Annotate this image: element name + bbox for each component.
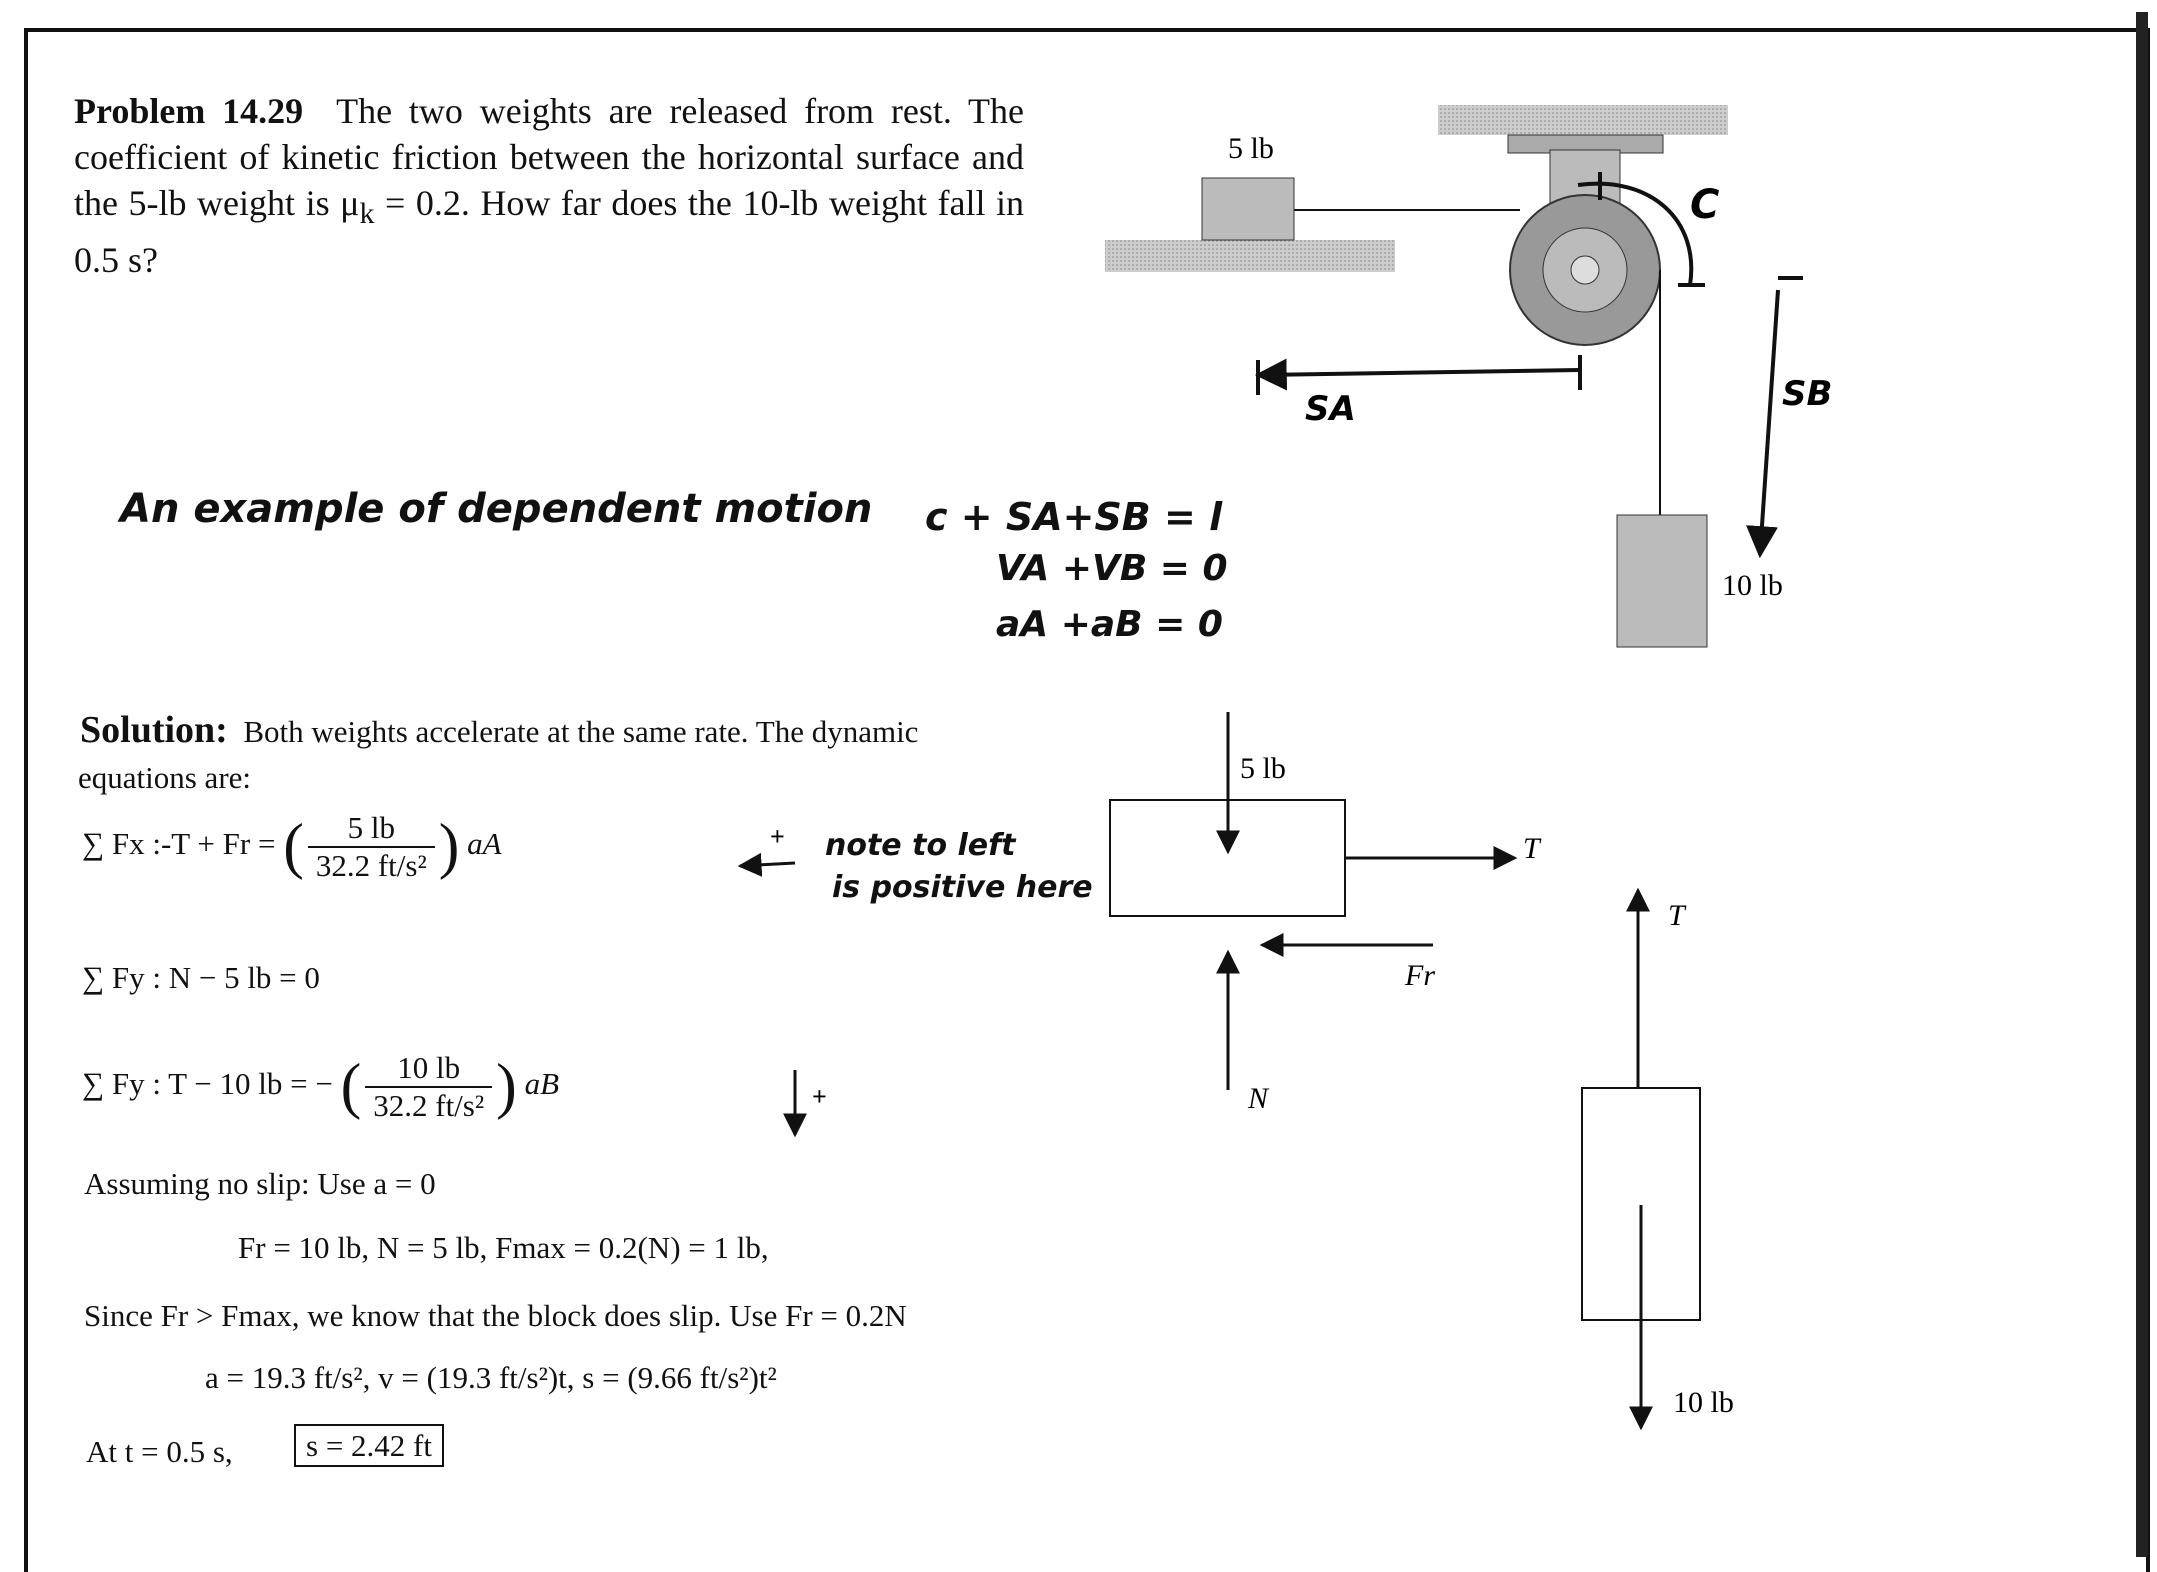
- constraint-eq-3: aA +aB = 0: [996, 604, 1223, 645]
- fbd-b-tension: T: [1668, 899, 1687, 932]
- eq3-lhs: ∑ Fy : T − 10 lb = −: [82, 1066, 333, 1102]
- horizontal-surface: [1105, 240, 1395, 272]
- fbd-block-b: T 10 lb: [1581, 887, 1734, 1431]
- problem-text-sub: k: [359, 197, 375, 231]
- fbd-a-normal: N: [1247, 1082, 1270, 1115]
- arrow-sa: [1254, 358, 1581, 391]
- constraint-eq-1: c + SA+SB = l: [925, 495, 1223, 539]
- problem-text: The two weights are released from rest. …: [74, 91, 1024, 223]
- friction-values: Fr = 10 lb, N = 5 lb, Fmax = 0.2(N) = 1 …: [238, 1230, 769, 1265]
- constraint-eq-2: VA +VB = 0: [996, 548, 1228, 589]
- fbd-a-weight: 5 lb: [1240, 752, 1286, 785]
- block-5lb: [1201, 177, 1295, 241]
- page-frame: [24, 28, 2150, 1572]
- fig-label-10lb: 10 lb: [1722, 569, 1783, 602]
- solution-heading: Solution: Both weights accelerate at the…: [80, 708, 918, 752]
- sign-arrow-left: [737, 852, 796, 877]
- problem-label: Problem 14.29: [74, 91, 304, 131]
- eq1-lhs: ∑ Fx :-T + Fr =: [82, 826, 276, 862]
- svg-text:+: +: [770, 822, 785, 851]
- fig-label-sb: SB: [1782, 374, 1832, 414]
- fbd-b-weight: 10 lb: [1673, 1386, 1734, 1419]
- fbd-a-friction: Fr: [1404, 959, 1435, 992]
- slip-statement: Since Fr > Fmax, we know that the block …: [84, 1298, 907, 1333]
- assume-no-slip: Assuming no slip: Use a = 0: [84, 1166, 436, 1201]
- fig-label-c: C: [1690, 182, 1719, 228]
- note-left: note to left: [825, 828, 1016, 863]
- problem-text-end: = 0.2. How far does the 10-lb weight fal…: [74, 183, 1025, 281]
- pulley-figure: 5 lb 10 lb C SA SB: [1105, 105, 1832, 648]
- note-positive: is positive here: [832, 870, 1093, 905]
- solution-intro-line2: equations are:: [78, 760, 252, 795]
- at-time: At t = 0.5 s,: [86, 1434, 233, 1469]
- fbd-block-a: 5 lb T Fr N: [1109, 712, 1542, 1115]
- ceiling: [1438, 105, 1728, 135]
- solution-label: Solution:: [80, 709, 228, 751]
- arrow-sb: [1745, 289, 1780, 559]
- fig-label-5lb: 5 lb: [1228, 132, 1274, 165]
- eq1-rhs: aA: [467, 826, 502, 862]
- kinematics: a = 19.3 ft/s², v = (19.3 ft/s²)t, s = (…: [205, 1360, 777, 1395]
- arc-c: [1577, 181, 1694, 286]
- answer-box: s = 2.42 ft: [294, 1424, 444, 1467]
- block-10lb: [1616, 514, 1708, 648]
- problem-statement: Problem 14.29 The two weights are releas…: [74, 88, 1024, 283]
- svg-text:+: +: [812, 1082, 827, 1111]
- scan-edge: [2136, 12, 2148, 1557]
- fig-label-sa: SA: [1305, 389, 1356, 429]
- solution-intro-line1: Both weights accelerate at the same rate…: [243, 714, 919, 749]
- answer: s = 2.42 ft: [294, 1424, 444, 1467]
- fbd-a-tension: T: [1523, 832, 1542, 865]
- eq3-rhs: aB: [524, 1066, 560, 1102]
- equation-fy-a: ∑ Fy : N − 5 lb = 0: [82, 960, 320, 995]
- dependent-motion-note: An example of dependent motion: [120, 486, 873, 532]
